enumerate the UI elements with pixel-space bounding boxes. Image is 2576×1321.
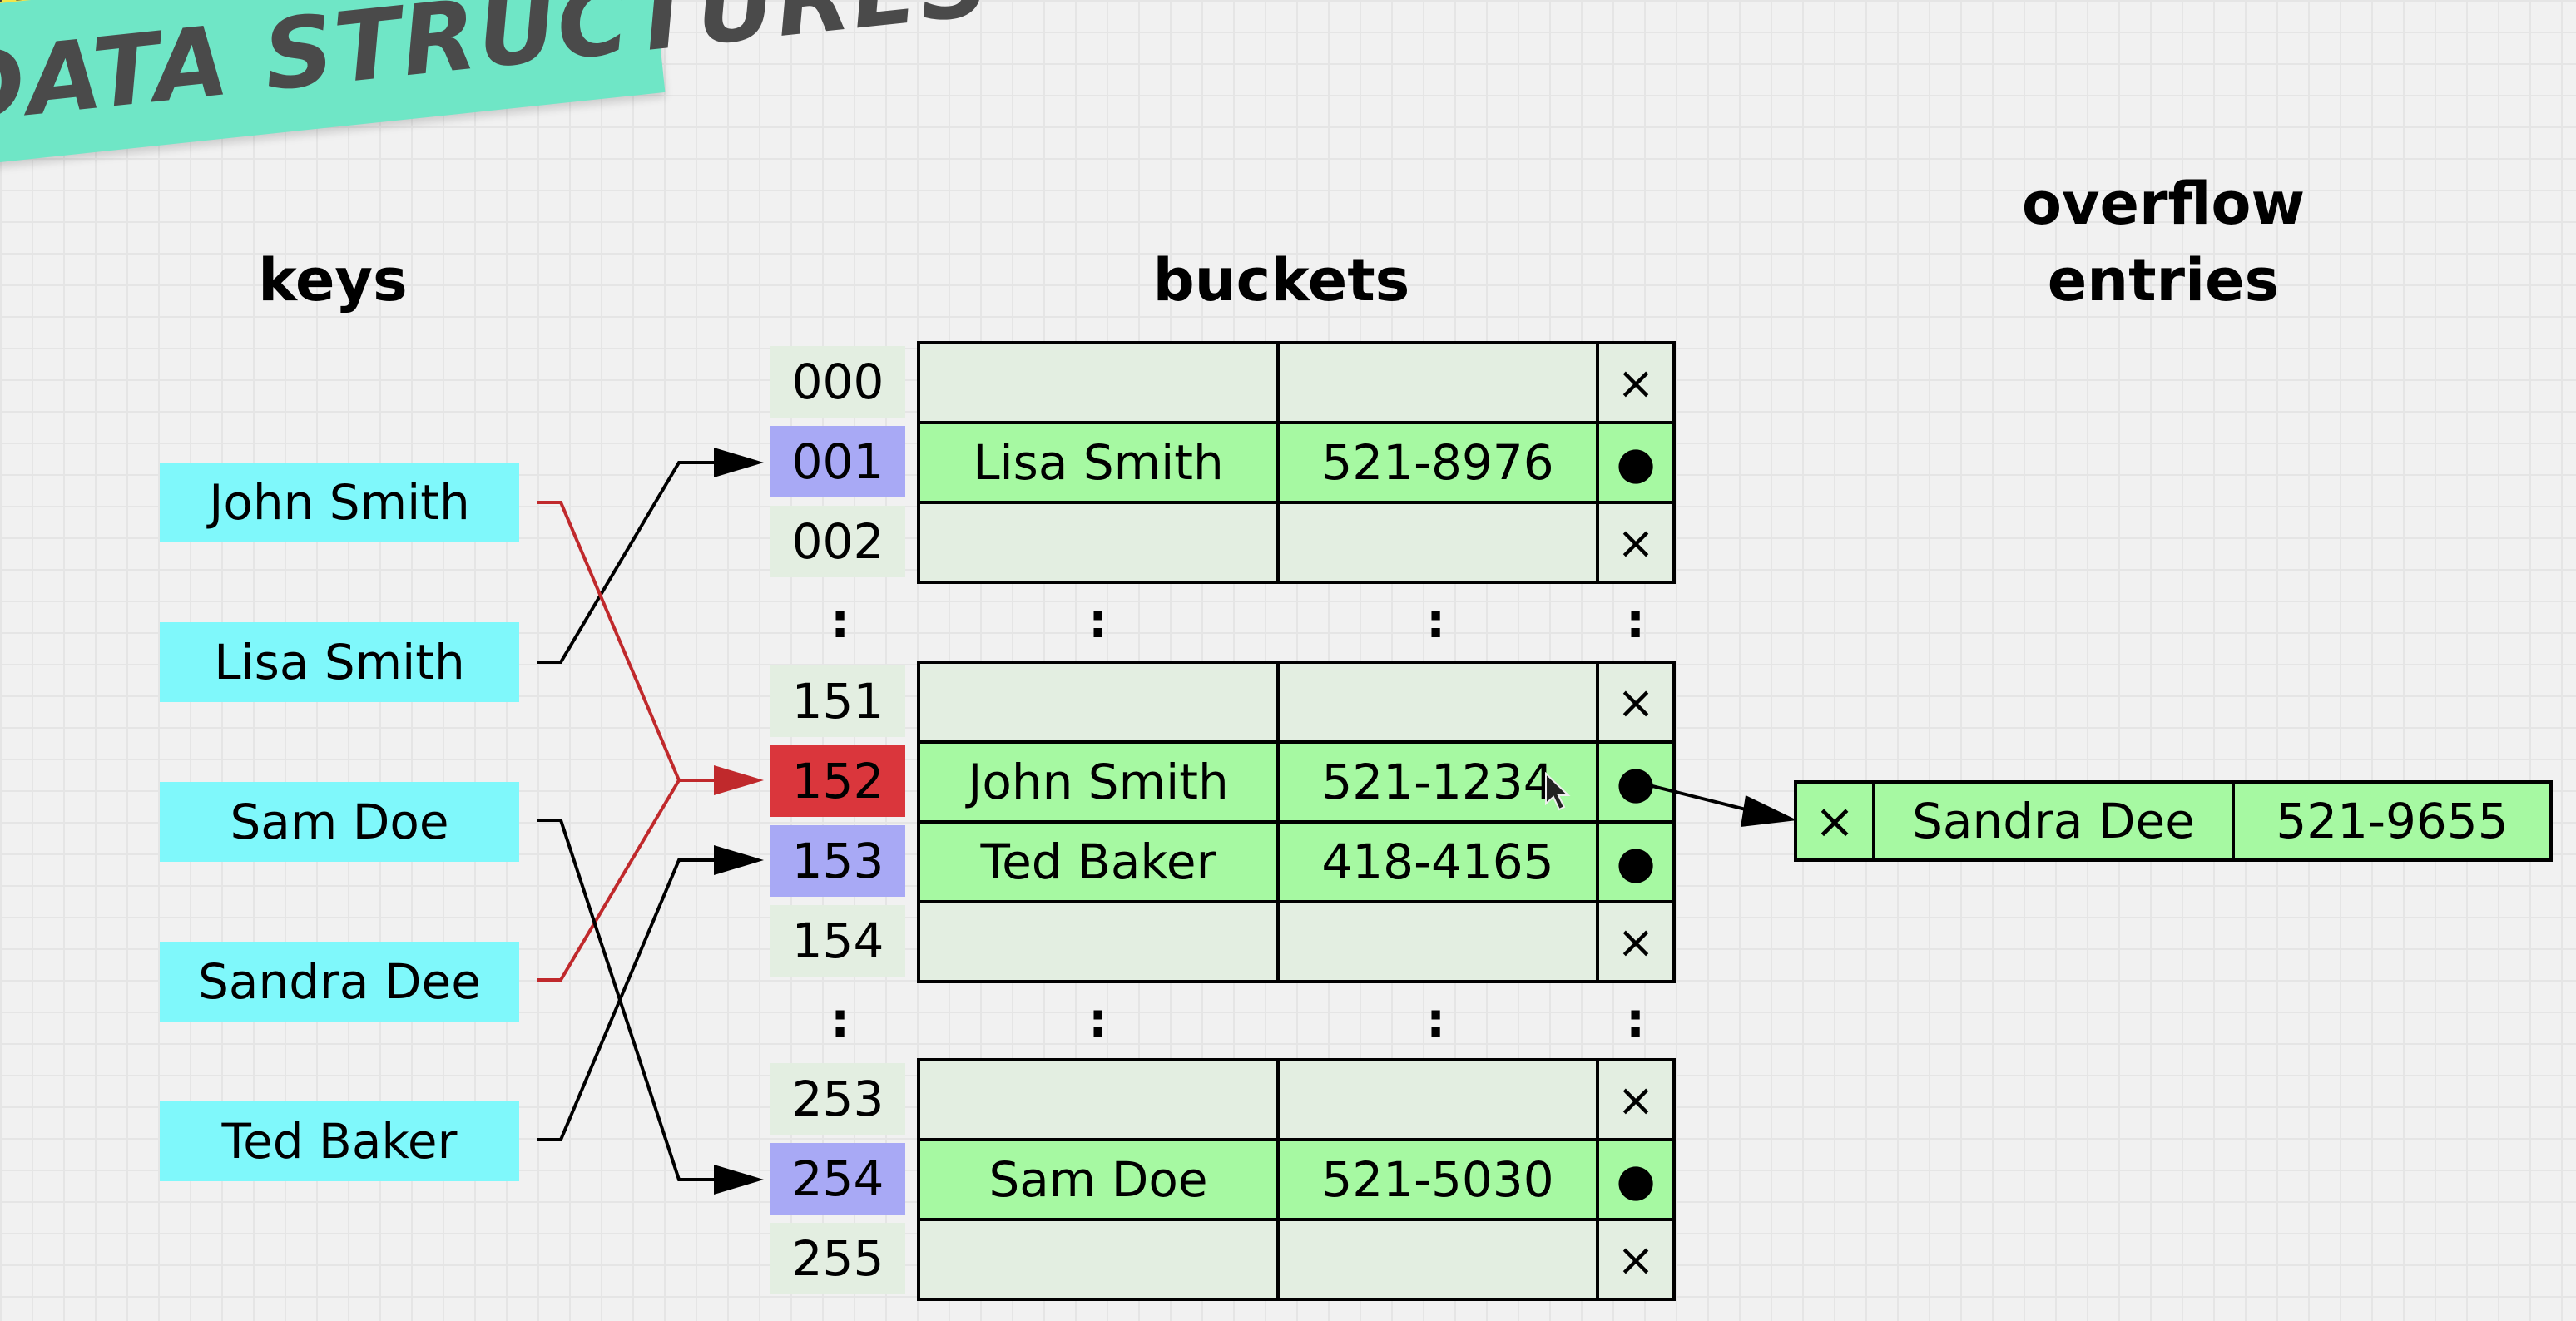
bucket-index-253: 253 <box>770 1063 905 1135</box>
arrowhead-152 <box>714 765 764 795</box>
bucket-phone-cell <box>1280 344 1599 421</box>
connector-ted-baker <box>537 858 721 1141</box>
bucket-group-middle: × John Smith 521-1234 ● Ted Baker 418-41… <box>917 660 1676 983</box>
overflow-phone-cell: 521-9655 <box>2276 793 2509 849</box>
bucket-name-cell: Ted Baker <box>920 824 1280 900</box>
ellipsis-index-1: : <box>830 592 850 649</box>
x-mark-icon: × <box>1617 915 1655 968</box>
bucket-phone-cell: 521-1234 <box>1280 744 1599 820</box>
bucket-index-002: 002 <box>770 506 905 577</box>
bucket-index-254: 254 <box>770 1143 905 1215</box>
bucket-name-cell <box>920 664 1280 740</box>
ellipsis-name-1: : <box>1088 592 1108 649</box>
bucket-phone-cell <box>1280 504 1599 581</box>
bucket-index-255: 255 <box>770 1223 905 1294</box>
x-mark-icon: × <box>1617 356 1655 409</box>
bucket-index-151: 151 <box>770 665 905 737</box>
bucket-name-cell <box>920 504 1280 581</box>
bucket-group-bottom: × Sam Doe 521-5030 ● × <box>917 1058 1676 1301</box>
keys-heading: keys <box>258 246 408 314</box>
bucket-phone-cell <box>1280 1061 1599 1138</box>
bucket-name-cell: John Smith <box>920 744 1280 820</box>
bucket-index-001: 001 <box>770 426 905 497</box>
arrowhead-overflow <box>1741 795 1797 827</box>
overflow-heading-line2: entries <box>2047 246 2280 314</box>
connector-overflow <box>1635 780 1756 814</box>
x-mark-icon: × <box>1617 675 1655 729</box>
arrowhead-254 <box>714 1165 764 1195</box>
bucket-row-153: Ted Baker 418-4165 ● <box>920 820 1672 900</box>
bucket-name-cell <box>920 1221 1280 1298</box>
bucket-row-254: Sam Doe 521-5030 ● <box>920 1138 1672 1218</box>
overflow-entry: × Sandra Dee 521-9655 <box>1794 780 2553 862</box>
connector-lisa-smith <box>537 461 721 664</box>
ellipsis-index-2: : <box>830 992 850 1048</box>
key-john-smith: John Smith <box>160 463 519 542</box>
key-sam-doe: Sam Doe <box>160 782 519 862</box>
bucket-row-001: Lisa Smith 521-8976 ● <box>920 421 1672 501</box>
x-mark-icon: × <box>1617 516 1655 569</box>
bucket-index-000: 000 <box>770 346 905 418</box>
mouse-pointer-icon <box>1545 772 1571 811</box>
x-mark-icon: × <box>1617 1073 1655 1126</box>
arrowhead-001 <box>714 448 764 477</box>
key-lisa-smith: Lisa Smith <box>160 622 519 702</box>
x-mark-icon: × <box>1797 784 1875 858</box>
bucket-phone-cell <box>1280 1221 1599 1298</box>
dot-icon: ● <box>1616 1153 1656 1206</box>
bucket-name-cell: Lisa Smith <box>920 424 1280 501</box>
bucket-row-151: × <box>920 664 1672 740</box>
connector-john-smith <box>537 501 721 782</box>
bucket-index-153: 153 <box>770 825 905 897</box>
bucket-row-002: × <box>920 501 1672 581</box>
dot-icon: ● <box>1616 436 1656 489</box>
bucket-name-cell: Sam Doe <box>920 1141 1280 1218</box>
x-mark-icon: × <box>1617 1233 1655 1286</box>
bucket-group-top: × Lisa Smith 521-8976 ● × <box>917 341 1676 584</box>
bucket-phone-cell: 521-5030 <box>1280 1141 1599 1218</box>
ellipsis-phone-1: : <box>1426 592 1446 649</box>
key-sandra-dee: Sandra Dee <box>160 942 519 1022</box>
ellipsis-name-2: : <box>1088 992 1108 1048</box>
ellipsis-phone-2: : <box>1426 992 1446 1048</box>
bucket-index-152: 152 <box>770 745 905 817</box>
overflow-heading-line1: overflow <box>2021 170 2306 238</box>
ellipsis-pointer-2: : <box>1626 992 1646 1048</box>
connector-sam-doe <box>537 819 721 1181</box>
bucket-row-000: × <box>920 344 1672 421</box>
bucket-name-cell <box>920 1061 1280 1138</box>
bucket-row-154: × <box>920 900 1672 980</box>
bucket-phone-cell <box>1280 664 1599 740</box>
bucket-phone-cell: 418-4165 <box>1280 824 1599 900</box>
bucket-phone-cell: 521-8976 <box>1280 424 1599 501</box>
bucket-row-253: × <box>920 1061 1672 1138</box>
connector-sandra-dee <box>537 779 681 982</box>
key-ted-baker: Ted Baker <box>160 1101 519 1181</box>
bucket-name-cell <box>920 344 1280 421</box>
arrowhead-153 <box>714 845 764 875</box>
bucket-row-152: John Smith 521-1234 ● <box>920 740 1672 820</box>
bucket-index-154: 154 <box>770 905 905 977</box>
overflow-name-cell: Sandra Dee <box>1875 784 2235 858</box>
bucket-name-cell <box>920 903 1280 980</box>
dot-icon: ● <box>1616 835 1656 888</box>
bucket-phone-cell <box>1280 903 1599 980</box>
ellipsis-pointer-1: : <box>1626 592 1646 649</box>
bucket-row-255: × <box>920 1218 1672 1298</box>
buckets-heading: buckets <box>1152 246 1410 314</box>
